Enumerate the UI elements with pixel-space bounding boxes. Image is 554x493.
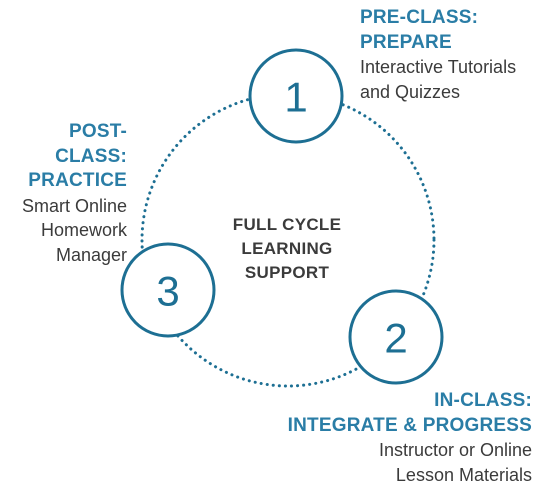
dotted-cycle-ring	[140, 92, 436, 388]
center-label: FULL CYCLE LEARNING SUPPORT	[207, 213, 367, 285]
step-1-circle	[248, 48, 344, 144]
post-class-label: POST-CLASS: PRACTICE Smart Online Homewo…	[0, 120, 127, 267]
post-class-description-line-1: Smart Online	[21, 195, 127, 216]
post-class-title-line-2: PRACTICE	[28, 170, 127, 191]
in-class-description-line-2: Lesson Materials	[395, 464, 532, 485]
pre-class-description-line-1: Interactive Tutorials	[360, 57, 517, 77]
center-label-line-3: SUPPORT	[244, 263, 330, 282]
step-2-circle	[348, 289, 444, 385]
step-1-number: 1	[284, 74, 307, 121]
step-3-circle	[120, 242, 216, 338]
step-2-node: 2	[348, 289, 444, 385]
in-class-label: IN-CLASS: INTEGRATE & PROGRESS Instructo…	[288, 389, 532, 487]
pre-class-title-line-2: PREPARE	[360, 31, 452, 53]
post-class-description-line-2: Homework	[40, 220, 127, 240]
pre-class-title-line-1: PRE-CLASS:	[360, 7, 479, 28]
in-class-title-line-2: INTEGRATE & PROGRESS	[287, 414, 532, 436]
step-3-number: 3	[156, 268, 179, 315]
step-3-node: 3	[120, 242, 216, 338]
post-class-title-line-1: POST-CLASS:	[55, 121, 127, 167]
center-label-line-1: FULL CYCLE	[232, 215, 342, 234]
step-1-node: 1	[248, 48, 344, 144]
step-2-number: 2	[384, 315, 407, 362]
pre-class-description-line-2: and Quizzes	[360, 81, 461, 102]
post-class-description-line-3: Manager	[55, 244, 127, 265]
in-class-description-line-1: Instructor or Online	[378, 440, 532, 460]
center-label-line-2: LEARNING	[241, 239, 333, 258]
pre-class-label: PRE-CLASS: PREPARE Interactive Tutorials…	[360, 6, 516, 104]
in-class-title-line-1: IN-CLASS:	[434, 390, 532, 411]
